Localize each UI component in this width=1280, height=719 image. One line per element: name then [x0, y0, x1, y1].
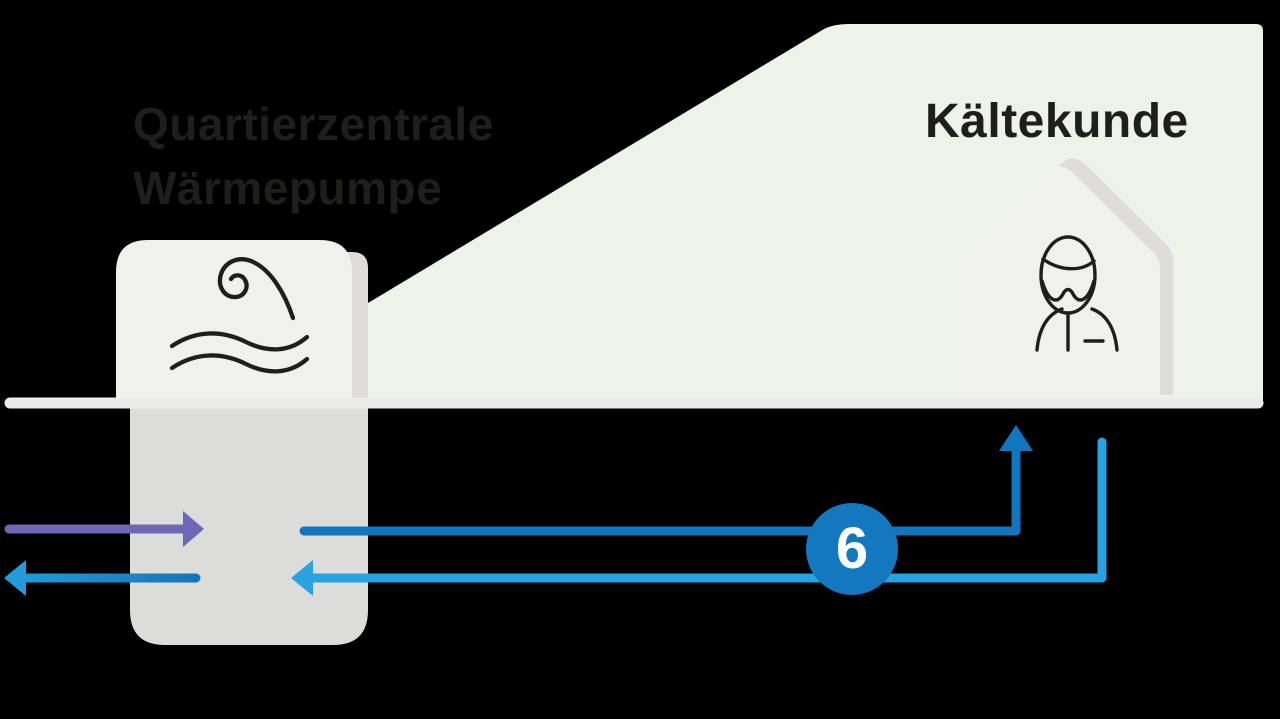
arrowhead-left-icon	[291, 560, 313, 596]
person-icon	[1035, 235, 1119, 352]
source-label: Quartierzentrale Wärmepumpe	[133, 92, 494, 220]
customer-label: Kältekunde	[925, 95, 1189, 148]
heat-pump-unit	[116, 240, 368, 645]
cooling-return-line	[291, 437, 1107, 596]
source-intake-arrow	[4, 511, 204, 547]
arrowhead-right-icon	[183, 511, 204, 547]
heat-pump-body	[116, 240, 352, 404]
house-body	[957, 166, 1160, 403]
arrowhead-left-icon	[4, 560, 26, 596]
wave-icon	[169, 257, 310, 374]
customer-house	[957, 158, 1173, 403]
step-badge: 6	[806, 503, 898, 595]
arrowhead-up-icon	[999, 425, 1033, 451]
source-label-line1: Quartierzentrale	[133, 98, 494, 150]
source-label-line2: Wärmepumpe	[133, 162, 443, 214]
cooling-supply-line	[299, 425, 1033, 536]
step-badge-number: 6	[835, 516, 869, 581]
source-return-arrow	[4, 560, 201, 596]
